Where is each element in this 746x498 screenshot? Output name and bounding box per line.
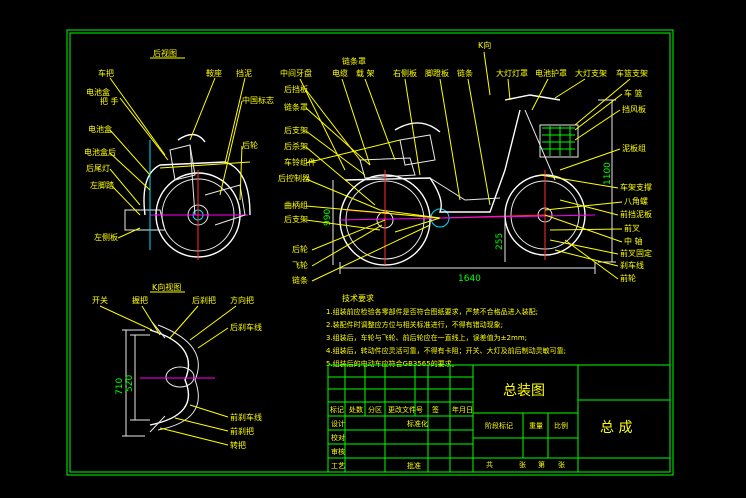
side-left-label: 链条: [292, 275, 308, 285]
title-stage-label: 阶段标记: [485, 421, 513, 430]
side-right-label: 八角螺: [624, 196, 648, 206]
title-scale-label: 比例: [554, 421, 568, 430]
side-top-label: 电缆: [332, 68, 348, 78]
drawing-name: 总装图: [503, 383, 545, 399]
rear-left-label: 左脚踏: [90, 180, 114, 190]
rear-top-label: 鞍座: [206, 68, 222, 78]
drawing-frame: [66, 29, 674, 476]
title-approve-label: 批准: [407, 461, 421, 470]
rear-view-drawing: [124, 133, 251, 260]
side-left-label: 车铃组件: [284, 157, 316, 167]
k-top-label: 开关: [92, 295, 108, 305]
side-right-label: 前挡泥板: [620, 209, 652, 219]
side-top-label: 车篮支架: [616, 68, 648, 78]
rear-left-label: 电池盒: [88, 124, 112, 134]
title-std-label: 标准化: [407, 419, 428, 428]
rear-left-label: 后尾灯: [86, 163, 110, 173]
rear-left-label: 车把: [98, 68, 114, 78]
side-top-label: 脚蹬板: [425, 68, 449, 78]
k-height-dimension: 520: [125, 375, 135, 392]
tech-note-line: 4.组装后，转动件应灵活可靠，不得有卡阻；开关、大灯及前后制动灵敏可靠;: [326, 346, 566, 355]
side-right-label: 中 轴: [624, 236, 643, 246]
k-top-label: 握把: [132, 295, 148, 305]
title-row-label: 审核: [331, 447, 345, 456]
side-right-label: 前叉: [624, 223, 640, 233]
k-top-label: 方向把: [230, 295, 254, 305]
k-bottom-label: 前刹车线: [230, 412, 262, 422]
side-left-label: 后挡板: [284, 84, 308, 94]
wheelbase-dimension: 1640: [458, 274, 481, 284]
side-top-label: 大灯灯罩: [496, 68, 528, 78]
side-left-label: 后支架: [284, 214, 308, 224]
tech-note-line: 5.组装后的电动车应符合GB3565的要求。: [326, 359, 459, 368]
rear-left-label: 电池盒后: [84, 147, 116, 157]
title-sheet-end: 张: [558, 460, 565, 469]
title-hdr-cell: 年月日: [452, 405, 473, 414]
rear-top-label: 挡泥: [236, 68, 252, 78]
title-sheet-total: 共: [486, 460, 493, 469]
title-hdr-cell: 签: [432, 405, 439, 414]
side-top-label: 载 架: [356, 68, 375, 78]
rear-left-label: 把 手: [100, 96, 119, 106]
side-left-label: 飞轮: [292, 260, 308, 270]
side-top-label: 中间牙盘: [280, 68, 312, 78]
overall-height-dimension: 1100: [603, 162, 613, 185]
k-view-title: K向视图: [152, 282, 181, 292]
side-right-label: 泥板组: [622, 143, 646, 153]
dimension-lines: [332, 99, 616, 274]
side-left-label: 后杀架: [284, 141, 308, 151]
side-top-label: 电池护罩: [535, 68, 567, 78]
tech-note-line: 2.装配件时调整应方位与相关标准进行，不得有错动现象;: [326, 320, 503, 329]
side-top-label: 链条罩: [342, 56, 366, 66]
tech-notes-title: 技术要求: [342, 293, 374, 303]
title-hdr-cell: 分区: [368, 405, 382, 414]
k-mid-label: 后刹车线: [230, 322, 262, 332]
title-row-label: 设计: [331, 419, 345, 428]
k-view-drawing: [122, 321, 215, 437]
title-weight-label: 重量: [529, 422, 543, 430]
title-hdr-cell: 处数: [349, 405, 363, 414]
side-left-label: 后控制器: [278, 173, 310, 183]
title-hdr-cell: 标记: [330, 405, 344, 414]
side-view-drawing: [339, 94, 596, 266]
title-hdr-cell: 更改文件号: [388, 405, 423, 414]
rear-height-dimension: 990: [323, 209, 333, 226]
title-row-label: 校对: [331, 433, 345, 442]
side-top-label: 链条: [457, 68, 473, 78]
assembly-name: 总 成: [600, 420, 632, 436]
rear-view-title: 后视图: [153, 48, 177, 58]
side-right-label: 挡风板: [622, 104, 646, 114]
side-right-label: 车架支撑: [620, 182, 652, 192]
side-right-label: 车 篮: [624, 88, 643, 98]
side-top-label: 大灯支架: [575, 68, 607, 78]
side-left-label: 曲柄组: [284, 200, 308, 210]
title-sheet-unit: 张: [519, 460, 526, 469]
title-sheet-of: 第: [538, 460, 545, 469]
front-height-dimension: 255: [495, 233, 505, 250]
side-right-label: 前轮: [620, 273, 636, 283]
k-direction-label: K向: [478, 40, 491, 50]
k-height-dimension: 710: [115, 378, 125, 395]
k-bottom-label: 前刹把: [230, 426, 254, 436]
tech-note-line: 3.组装后，车轮与飞轮、前后轮应在一直线上，误差值为±2mm;: [326, 333, 527, 342]
side-top-label: 右侧板: [393, 68, 417, 78]
tech-note-line: 1.组装前应检验各零部件是否符合图纸要求，严禁不合格品进入装配;: [326, 307, 538, 316]
k-bottom-label: 转把: [230, 440, 246, 450]
k-top-label: 后刹把: [192, 295, 216, 305]
rear-right-label: 后轮: [242, 140, 258, 150]
rear-right-label: 中国标志: [242, 95, 274, 105]
side-right-label: 前叉固定: [620, 248, 652, 258]
side-left-label: 链条罩: [284, 102, 308, 112]
side-left-label: 后支架: [284, 125, 308, 135]
side-right-label: 刹车线: [620, 260, 644, 270]
title-block: [327, 364, 671, 473]
title-row-label: 工艺: [331, 462, 345, 470]
side-left-label: 后轮: [292, 244, 308, 254]
rear-left-label: 左侧板: [94, 232, 118, 242]
rear-left-label: 电池盒: [86, 87, 110, 97]
